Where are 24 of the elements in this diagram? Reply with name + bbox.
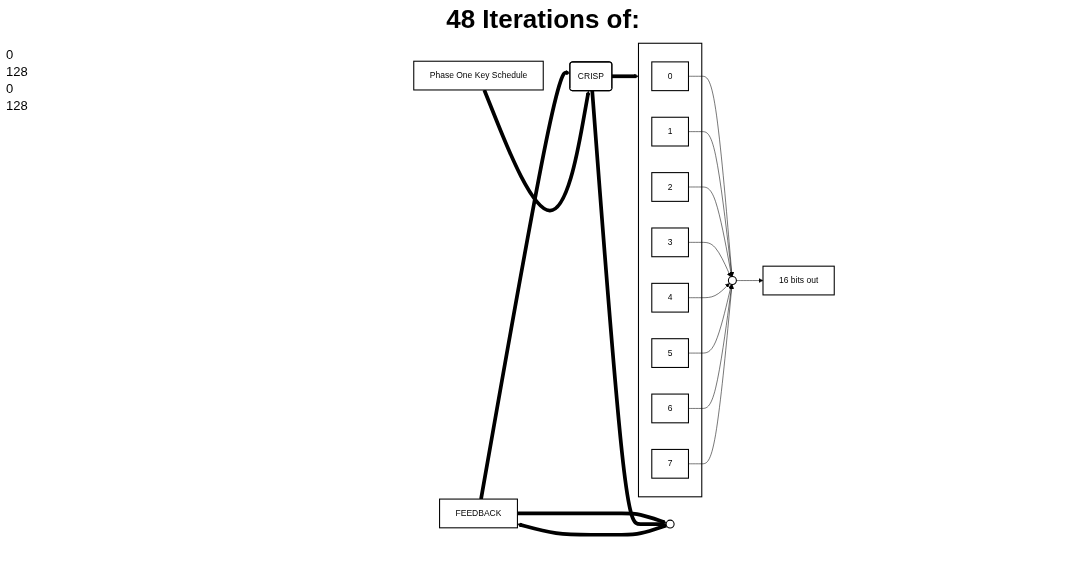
node-box: 3 [651,227,689,258]
arrow [517,522,667,537]
bit-index-label: 128 [6,64,29,79]
diagram-title: 48 Iterations of: [445,4,641,35]
node-circle [665,519,675,529]
node-box: 2 [651,172,689,202]
node-circle [727,276,737,286]
node-box: 7 [651,448,689,479]
node-box: 4 [651,282,689,313]
arrow [482,89,591,213]
arrow [611,73,639,79]
node-box: 1 [651,116,689,147]
arrow [517,511,667,524]
bit-index-label: 0 [6,81,15,96]
node-box: 0 [651,61,689,92]
arrow [590,90,667,527]
node-box: 5 [651,338,689,368]
cluster [637,42,703,498]
node-box: 6 [651,393,689,424]
bit-index-label: 0 [6,47,15,62]
node-box: FEEDBACK [439,498,518,529]
bit-index-label: 128 [6,98,29,113]
node-box: Phase One Key Schedule [413,60,544,91]
node-box: 16 bits out [762,265,835,296]
